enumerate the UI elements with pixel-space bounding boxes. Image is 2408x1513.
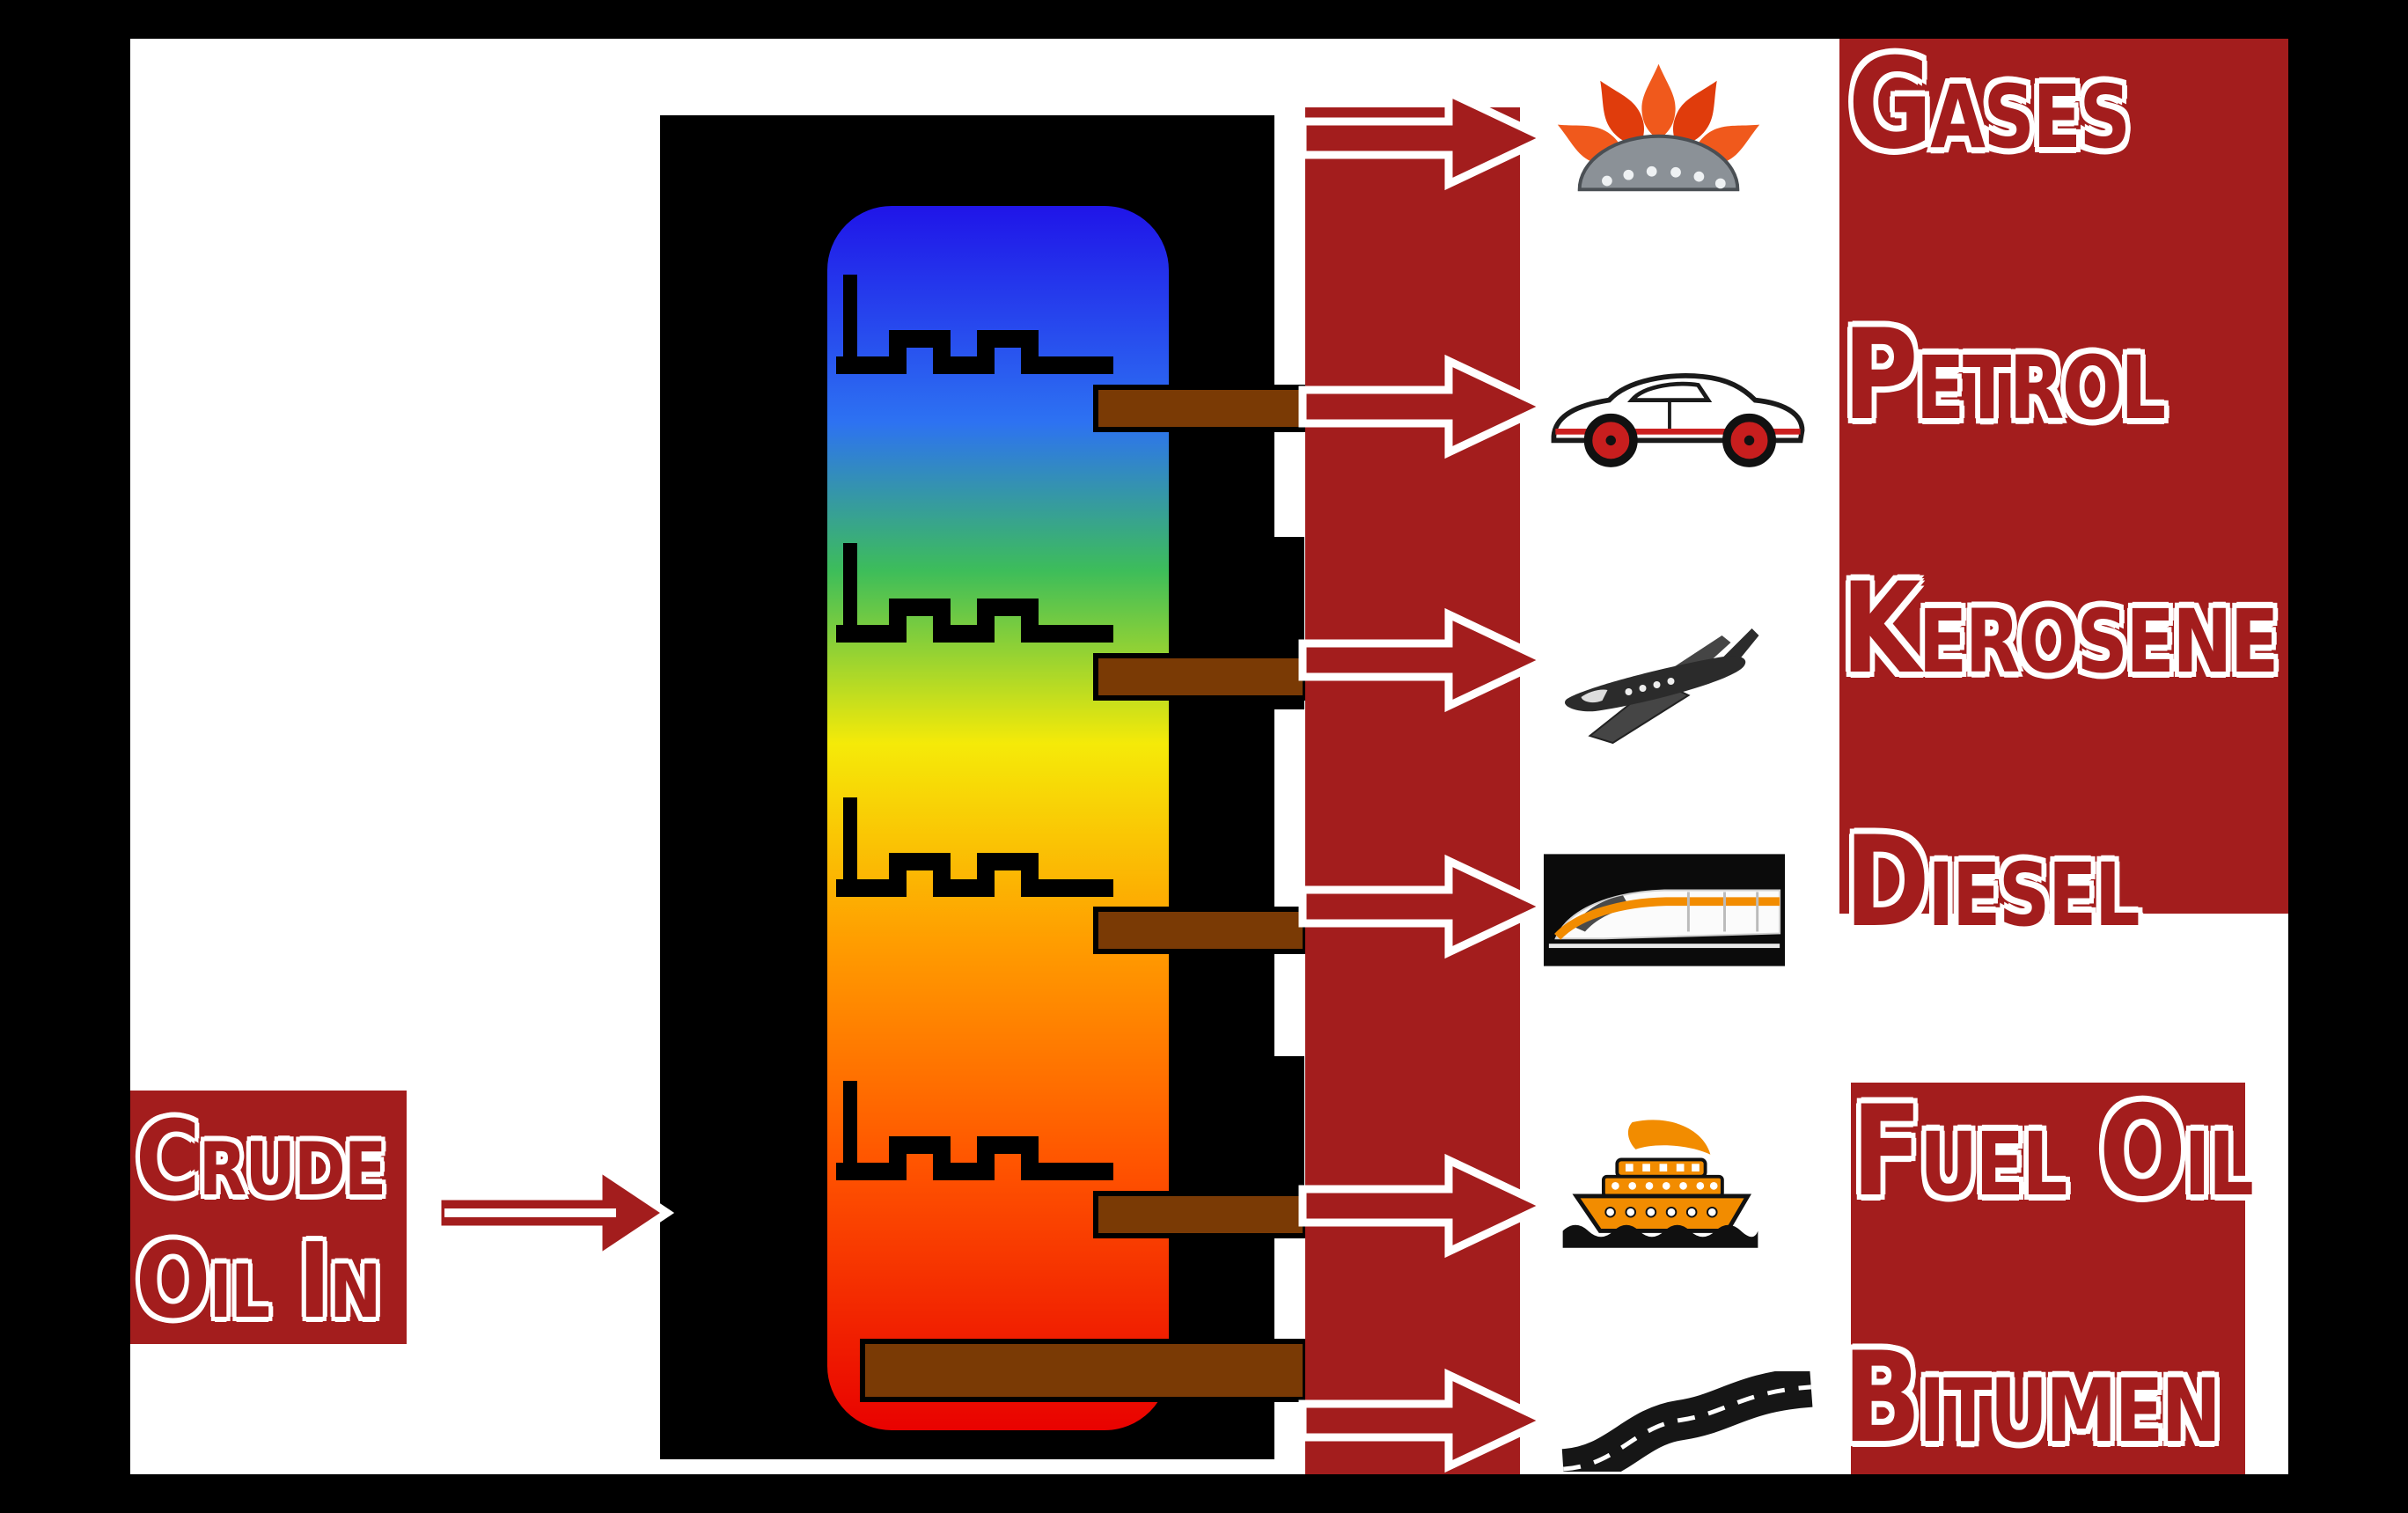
product-band <box>1305 107 1520 1474</box>
tray <box>836 599 1113 643</box>
output-pipe <box>1093 653 1308 701</box>
bottom-residue-pipe <box>860 1339 1308 1402</box>
arrow-bitumen <box>1298 1368 1555 1473</box>
tower-trays <box>836 330 1113 1180</box>
road-icon <box>1554 1371 1820 1472</box>
car-window <box>1626 381 1713 402</box>
fractionating-tower <box>815 194 1181 1443</box>
output-pipe <box>1093 907 1308 954</box>
train-stripe <box>1554 897 1780 940</box>
arrow-gases <box>1298 85 1555 191</box>
flames-icon <box>1551 54 1766 200</box>
ship-mid-windows <box>1611 1182 1718 1190</box>
product-label-petrol: Petrol <box>1841 303 2168 448</box>
train-track <box>1548 944 1780 949</box>
bullet-train-icon <box>1544 849 1785 971</box>
arrow-petrol <box>1298 354 1555 459</box>
ship-smoke-swoosh <box>1627 1120 1711 1155</box>
ship-portholes <box>1604 1206 1718 1218</box>
ship-icon <box>1554 1109 1766 1256</box>
crude-oil-in-box: Crude Oil In <box>130 1091 407 1344</box>
output-pipe <box>1093 1191 1308 1238</box>
train-door-lines <box>1686 892 1759 932</box>
ship-hull <box>1572 1194 1751 1233</box>
arrow-diesel <box>1298 854 1555 959</box>
burner-dots <box>1602 165 1726 189</box>
output-pipe <box>1093 385 1308 432</box>
airplane-icon <box>1554 611 1766 760</box>
tray-downcomers <box>843 275 857 1164</box>
road-surface <box>1560 1371 1813 1472</box>
tray <box>836 1136 1113 1180</box>
crude-oil-arrow <box>433 1159 675 1267</box>
arrow-kerosene <box>1298 607 1555 713</box>
tray <box>836 330 1113 374</box>
product-label-diesel: Diesel <box>1843 810 2142 955</box>
crude-oil-label-line2: Oil In <box>134 1218 383 1343</box>
ship-waves <box>1562 1224 1758 1248</box>
plane-tail-fin <box>1723 628 1759 664</box>
car-stripe <box>1555 429 1801 435</box>
arrow-fuel-oil <box>1298 1153 1555 1259</box>
products-panel-bottom <box>1851 1083 2245 1474</box>
product-label-gases: Gases <box>1846 32 2133 177</box>
ship-upper-windows <box>1625 1164 1700 1171</box>
product-label-kerosene: Kerosene <box>1839 556 2280 701</box>
tray <box>836 853 1113 897</box>
road-center-line <box>1563 1384 1811 1472</box>
products-panel-top <box>1839 39 2288 914</box>
plane-cockpit <box>1581 689 1608 703</box>
wheel-hub <box>1744 435 1755 446</box>
wheel-hub <box>1605 435 1616 446</box>
plane-windows <box>1625 678 1675 695</box>
product-label-fuel-oil: Fuel Oil <box>1850 1079 2256 1224</box>
product-label-bitumen: Bitumen <box>1841 1326 2223 1471</box>
sports-car-icon <box>1544 346 1812 476</box>
product-arrows <box>1298 85 1555 1473</box>
crude-oil-label-line1: Crude <box>134 1096 388 1221</box>
